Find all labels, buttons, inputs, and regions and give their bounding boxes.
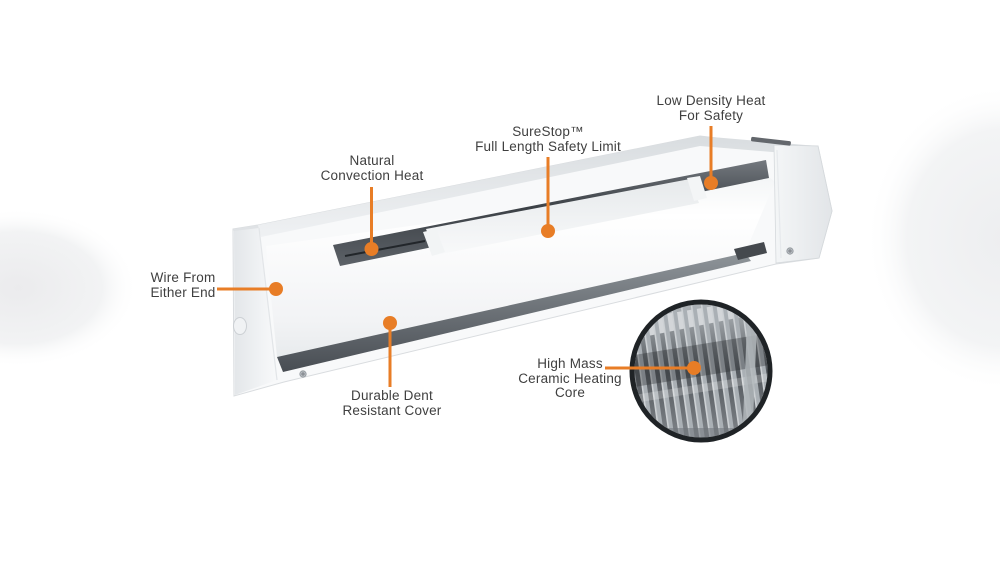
background-wash-right [865, 83, 1000, 393]
front-cover [266, 176, 775, 357]
callout-label-low-density: Low Density Heat For Safety [631, 93, 791, 123]
callout-text: Low Density Heat [656, 93, 766, 108]
vent-divider-left [423, 229, 445, 256]
screw [299, 370, 307, 378]
callout-text: SureStop™ [512, 124, 584, 139]
callout-dot [383, 316, 397, 330]
vent-damper-cover [426, 179, 699, 255]
callout-dot [364, 242, 379, 256]
wire-knockout [233, 317, 247, 335]
brand-mark [751, 136, 791, 146]
callout-label-natural-convection: Natural Convection Heat [292, 153, 452, 183]
cover-corner-slot [734, 242, 767, 260]
left-end-cap [233, 225, 278, 395]
callout-label-durable-dent: Durable Dent Resistant Cover [312, 388, 472, 418]
callout-line-natural-convection [364, 187, 379, 256]
bottom-inlet-shadow [277, 253, 751, 372]
inset-ring [629, 299, 773, 443]
callout-text: High Mass [537, 356, 603, 371]
heater-top-surface [258, 136, 817, 237]
screw [786, 247, 794, 255]
heater-body [232, 135, 833, 397]
callout-line-surestop [541, 157, 555, 238]
background-wash-left [0, 208, 138, 368]
callout-text: Resistant Cover [342, 402, 442, 418]
right-end-cap [773, 144, 833, 264]
core-bracket [742, 304, 758, 438]
callout-text: Durable Dent [351, 388, 433, 403]
callout-text: Ceramic Heating [518, 370, 622, 386]
callout-text: Wire From [150, 270, 216, 285]
callout-line-wire-from [217, 282, 283, 296]
callout-text: Full Length Safety Limit [475, 138, 621, 154]
callout-text: Convection Heat [320, 167, 424, 183]
callout-line-durable-dent [383, 316, 397, 387]
callout-text: Core [554, 385, 586, 400]
callout-line-high-mass [605, 361, 701, 375]
callout-text: For Safety [678, 107, 744, 123]
vent-divider-right [687, 176, 707, 201]
callout-label-surestop: SureStop™ Full Length Safety Limit [448, 124, 648, 154]
callout-text: Either End [150, 284, 216, 300]
callout-pointers [217, 126, 718, 387]
callout-dot [541, 224, 555, 238]
callout-dot [704, 176, 718, 190]
callout-text: Natural [349, 153, 395, 168]
callout-label-wire-from: Wire From Either End [127, 270, 239, 300]
callout-line-low-density [704, 126, 718, 190]
callout-dot [269, 282, 283, 296]
callout-dot [687, 361, 701, 375]
vent-fin-line [344, 240, 426, 257]
callout-label-high-mass: High Mass Ceramic Heating Core [490, 356, 650, 401]
